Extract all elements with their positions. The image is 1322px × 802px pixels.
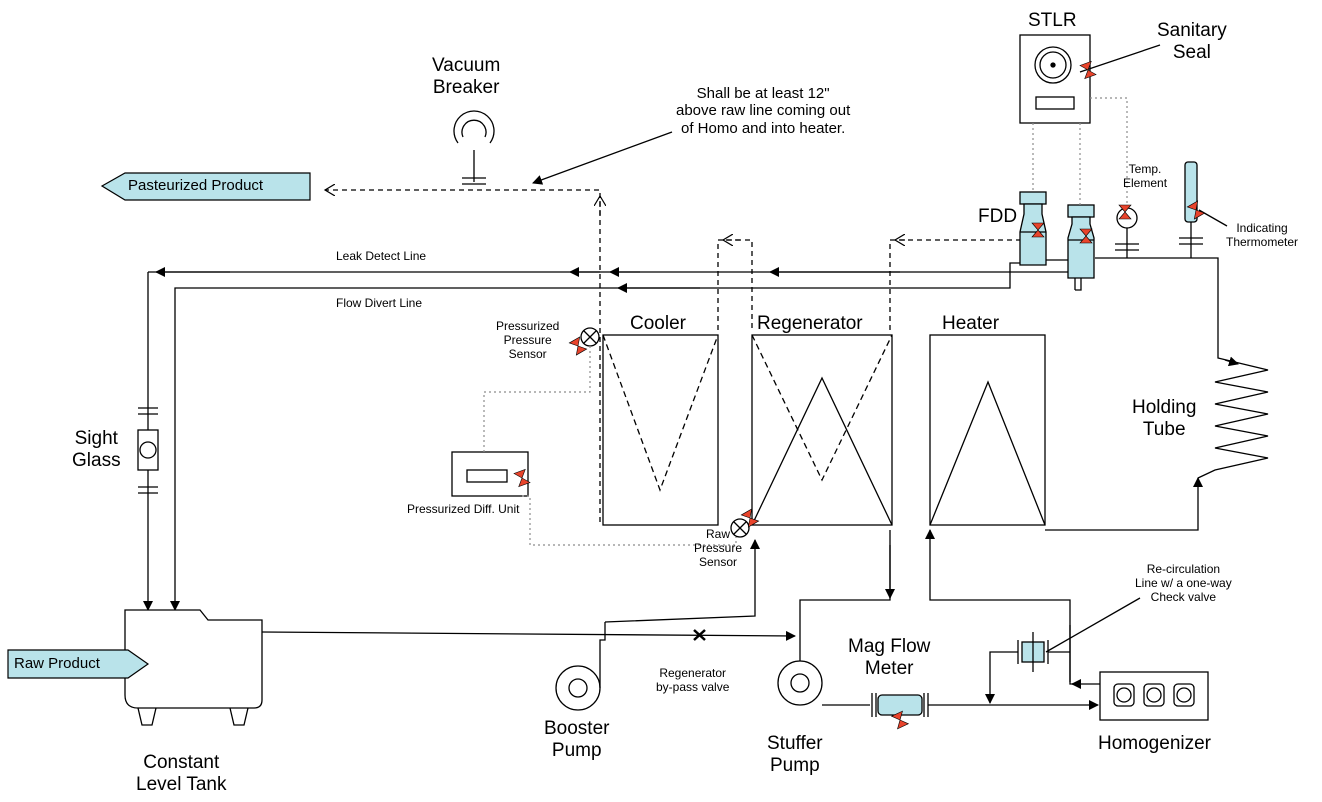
sight-glass-flange-bottom: [138, 486, 158, 494]
tank-leg-left: [137, 707, 157, 726]
cooler-label: Cooler: [630, 313, 686, 334]
sanitary-seal-valve: [1079, 60, 1097, 80]
pressurized-sensor-valve: [568, 336, 588, 356]
check-valve-flanges: [1017, 632, 1049, 672]
pressurized-diff-unit-label: Pressurized Diff. Unit: [407, 502, 520, 516]
meter-flange-right: [923, 693, 929, 717]
fdd-left: [1019, 191, 1047, 266]
sight-glass-flange-top: [138, 407, 158, 415]
mag-meter-valve: [890, 710, 910, 730]
thermometer-valve: [1186, 200, 1206, 220]
sight-glass-window: [139, 441, 157, 459]
regenerator-box: [751, 334, 893, 526]
booster-pump-label: Booster Pump: [544, 718, 610, 761]
raw-pressure-sensor-label: Raw Pressure Sensor: [694, 527, 743, 569]
flow-divert-line-label: Flow Divert Line: [336, 296, 423, 310]
pasteurized-product-text: Pasteurized Product: [128, 177, 264, 194]
bypass-valve: [693, 629, 706, 641]
homogenizer-label: Homogenizer: [1098, 733, 1211, 754]
leak-detect-line-label: Leak Detect Line: [336, 249, 427, 263]
stuffer-pump-label: Stuffer Pump: [767, 733, 823, 776]
fdd-label: FDD: [978, 206, 1018, 227]
raw-product-tag: [7, 649, 150, 679]
sanitary-seal-label: Sanitary Seal: [1157, 20, 1227, 63]
mag-flow-meter-label: Mag Flow Meter: [848, 636, 931, 679]
stlr-display: [1035, 96, 1075, 110]
heater-label: Heater: [942, 313, 1000, 334]
recirculation-line-label: Re-circulation Line w/ a one-way Check v…: [1135, 562, 1232, 604]
constant-level-tank-label: Constant Level Tank: [136, 752, 227, 795]
tank-outlet-line: [261, 630, 796, 641]
heater-triangle: [929, 380, 1046, 526]
sanitary-seal-callout: [1079, 44, 1161, 73]
temp-element-valve: [1118, 204, 1132, 220]
pressurized-pressure-sensor-label: Pressurized Pressure Sensor: [496, 319, 560, 361]
indicating-thermometer-label: Indicating Thermometer: [1226, 221, 1299, 249]
raw-product-text: Raw Product: [14, 655, 100, 672]
pasteurized-dashed-line: [325, 190, 601, 522]
booster-pump-impeller: [568, 678, 588, 698]
note-arrow: [532, 131, 673, 185]
regen-fdd-dashed-line: [889, 239, 1020, 330]
flow-divert-line: [170, 262, 1020, 611]
regenerator-dashed-v: [751, 334, 893, 482]
booster-pump-discharge: [599, 622, 606, 688]
stuffer-pump-impeller: [790, 673, 810, 693]
raw-sensor-valve: [740, 508, 760, 528]
temp-element-label: Temp. Element: [1123, 162, 1168, 190]
constant-level-tank: [124, 609, 263, 709]
heater-box: [929, 334, 1046, 526]
heater-to-holding-tube: [1045, 477, 1203, 531]
vacuum-breaker-label: Vacuum Breaker: [432, 55, 501, 98]
holding-tube-entry-arrow: [1224, 356, 1239, 367]
vacuum-breaker: [453, 110, 495, 144]
diff-unit-display: [466, 469, 508, 483]
holding-tube-label: Holding Tube: [1132, 397, 1197, 440]
pressure-signal: [483, 346, 591, 452]
regenerator-bypass-label: Regenerator by-pass valve: [656, 666, 730, 694]
cooler-regen-dashed-loop: [717, 239, 753, 330]
cooler-dashed-v: [602, 334, 719, 492]
regenerator-label: Regenerator: [757, 313, 863, 334]
fdd-piping: [1046, 259, 1082, 291]
fdd-left-valve: [1031, 222, 1045, 238]
pasteurized-product-tag: [100, 172, 311, 201]
sight-glass-label: Sight Glass: [72, 428, 121, 471]
cooler-box: [602, 334, 719, 526]
diff-unit-valve: [513, 468, 531, 488]
leak-detect-line: [148, 271, 1076, 290]
tank-leg-right: [229, 707, 249, 726]
stlr-signal-temp: [1090, 97, 1128, 208]
note-12in-label: Shall be at least 12" above raw line com…: [676, 85, 851, 137]
regenerator-triangle: [751, 376, 893, 526]
holding-tube-coil: [1095, 257, 1269, 479]
homo-outlet-to-heater: [925, 529, 1100, 685]
fdd-right-valve: [1079, 228, 1093, 244]
recirculation-line: [990, 651, 1070, 703]
booster-to-raw-sensor: [604, 539, 760, 623]
meter-flange-left: [871, 693, 877, 717]
raw-signal: [522, 495, 737, 546]
recirculation-callout: [1045, 597, 1141, 653]
stlr-label: STLR: [1028, 10, 1077, 31]
